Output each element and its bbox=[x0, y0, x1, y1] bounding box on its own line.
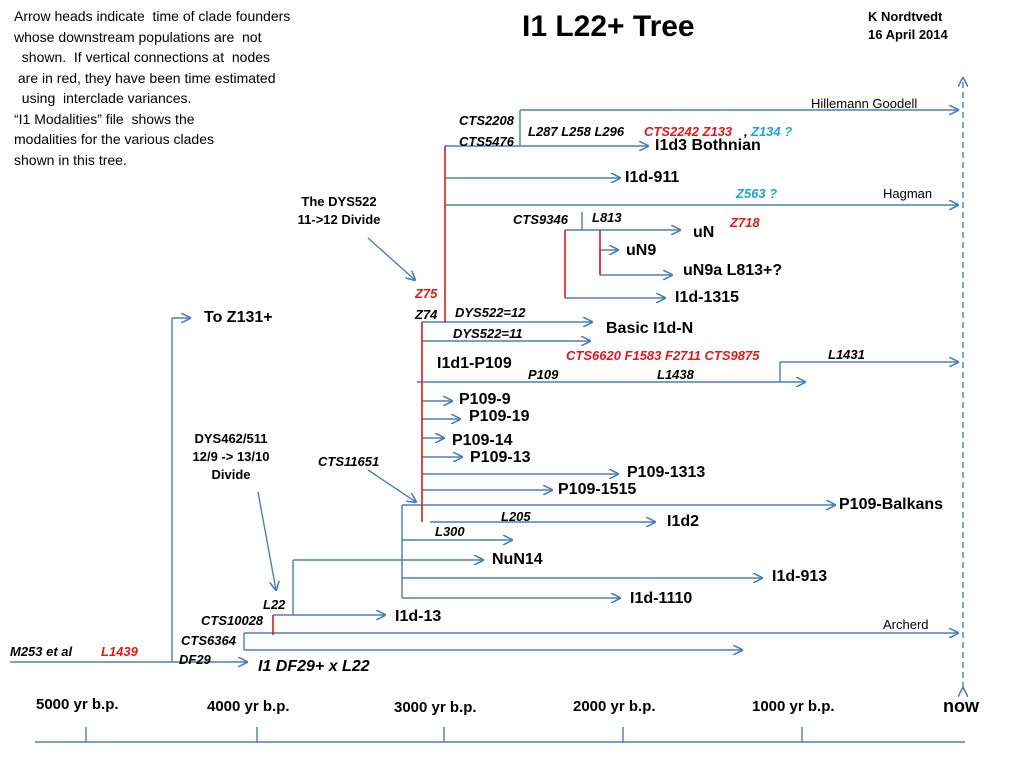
snp-m253: M253 et al bbox=[10, 644, 73, 659]
timeline-3000: 3000 yr b.p. bbox=[394, 699, 477, 716]
snp-l1438: L1438 bbox=[657, 367, 694, 382]
clade-p109-9: P109-9 bbox=[459, 391, 511, 408]
clade-i1-df29: I1 DF29+ x L22 bbox=[258, 658, 370, 675]
snp-p109: P109 bbox=[528, 367, 559, 382]
timeline-1000: 1000 yr b.p. bbox=[752, 698, 835, 715]
snp-df29: DF29 bbox=[179, 652, 211, 667]
snp-l287: L287 L258 L296 bbox=[528, 124, 625, 139]
clade-i1d-1110: I1d-1110 bbox=[630, 590, 693, 607]
explanatory-notes: Arrow heads indicate time of clade found… bbox=[14, 8, 291, 168]
clade-i1d2: I1d2 bbox=[667, 513, 700, 530]
timeline-4000: 4000 yr b.p. bbox=[207, 698, 290, 715]
snp-cts6620: CTS6620 F1583 F2711 CTS9875 bbox=[566, 348, 760, 363]
snp-l1439: L1439 bbox=[101, 644, 138, 659]
snp-z563: Z563 ? bbox=[736, 186, 778, 201]
hillemann-goodell-label: Hillemann Goodell bbox=[811, 96, 918, 111]
snp-cts2208: CTS2208 bbox=[459, 113, 514, 128]
snp-cts5476: CTS5476 bbox=[459, 134, 514, 149]
snp-dys522-11: DYS522=11 bbox=[453, 326, 523, 341]
clade-nun14: NuN14 bbox=[492, 551, 543, 568]
clade-i1d1-p109: I1d1-P109 bbox=[437, 355, 512, 372]
clade-un: uN bbox=[693, 224, 715, 241]
clade-p109-1313: P109-1313 bbox=[627, 464, 706, 481]
clade-i1d3-bothnian: I1d3 Bothnian bbox=[655, 137, 761, 154]
snp-cts10028: CTS10028 bbox=[201, 613, 264, 628]
clade-un9: uN9 bbox=[626, 242, 657, 259]
archerd-label: Archerd bbox=[883, 617, 929, 632]
snp-l1431: L1431 bbox=[828, 347, 865, 362]
snp-z718: Z718 bbox=[730, 215, 760, 230]
snp-l205: L205 bbox=[501, 509, 531, 524]
hagman-label: Hagman bbox=[883, 186, 933, 201]
timeline-now: now bbox=[943, 696, 979, 716]
clade-un9a: uN9a L813+? bbox=[683, 262, 783, 279]
clade-p109-13: P109-13 bbox=[470, 449, 531, 466]
page-title: I1 L22+ Tree bbox=[522, 10, 695, 43]
snp-z75: Z75 bbox=[415, 286, 438, 301]
snp-cts11651: CTS11651 bbox=[318, 454, 380, 469]
snp-l813: L813 bbox=[592, 210, 622, 225]
timeline-5000: 5000 yr b.p. bbox=[36, 696, 119, 713]
timeline-2000: 2000 yr b.p. bbox=[573, 698, 656, 715]
dys522-divide-label: The DYS522 11->12 Divide bbox=[297, 194, 381, 227]
clade-p109-14: P109-14 bbox=[452, 432, 513, 449]
dys462-divide-label: DYS462/511 12/9 -> 13/10 Divide bbox=[192, 431, 270, 482]
author-date: K Nordtvedt 16 April 2014 bbox=[868, 9, 948, 42]
clade-basic-i1d-n: Basic I1d-N bbox=[606, 320, 694, 337]
snp-comma: , bbox=[744, 124, 748, 139]
snp-cts9346: CTS9346 bbox=[513, 212, 568, 227]
clade-i1d-13: I1d-13 bbox=[395, 608, 442, 625]
clade-to-z131: To Z131+ bbox=[204, 309, 273, 326]
clade-p109-19: P109-19 bbox=[469, 408, 530, 425]
clade-p109-1515: P109-1515 bbox=[558, 481, 637, 498]
cts11651-pointer bbox=[367, 469, 416, 502]
clade-i1d-911: I1d-911 bbox=[625, 169, 680, 186]
clade-i1d-1315: I1d-1315 bbox=[675, 289, 740, 306]
clade-p109-balkans: P109-Balkans bbox=[839, 496, 944, 513]
clade-i1d-913: I1d-913 bbox=[772, 568, 828, 585]
snp-cts6364: CTS6364 bbox=[181, 633, 236, 648]
dys462-pointer bbox=[257, 491, 276, 590]
snp-z74: Z74 bbox=[415, 307, 438, 322]
snp-dys522-12: DYS522=12 bbox=[455, 305, 526, 320]
snp-l300: L300 bbox=[435, 524, 465, 539]
snp-z134: Z134 ? bbox=[751, 124, 793, 139]
snp-l22: L22 bbox=[263, 597, 286, 612]
snp-cts2242: CTS2242 Z133 bbox=[644, 124, 733, 139]
dys522-pointer bbox=[367, 237, 415, 280]
